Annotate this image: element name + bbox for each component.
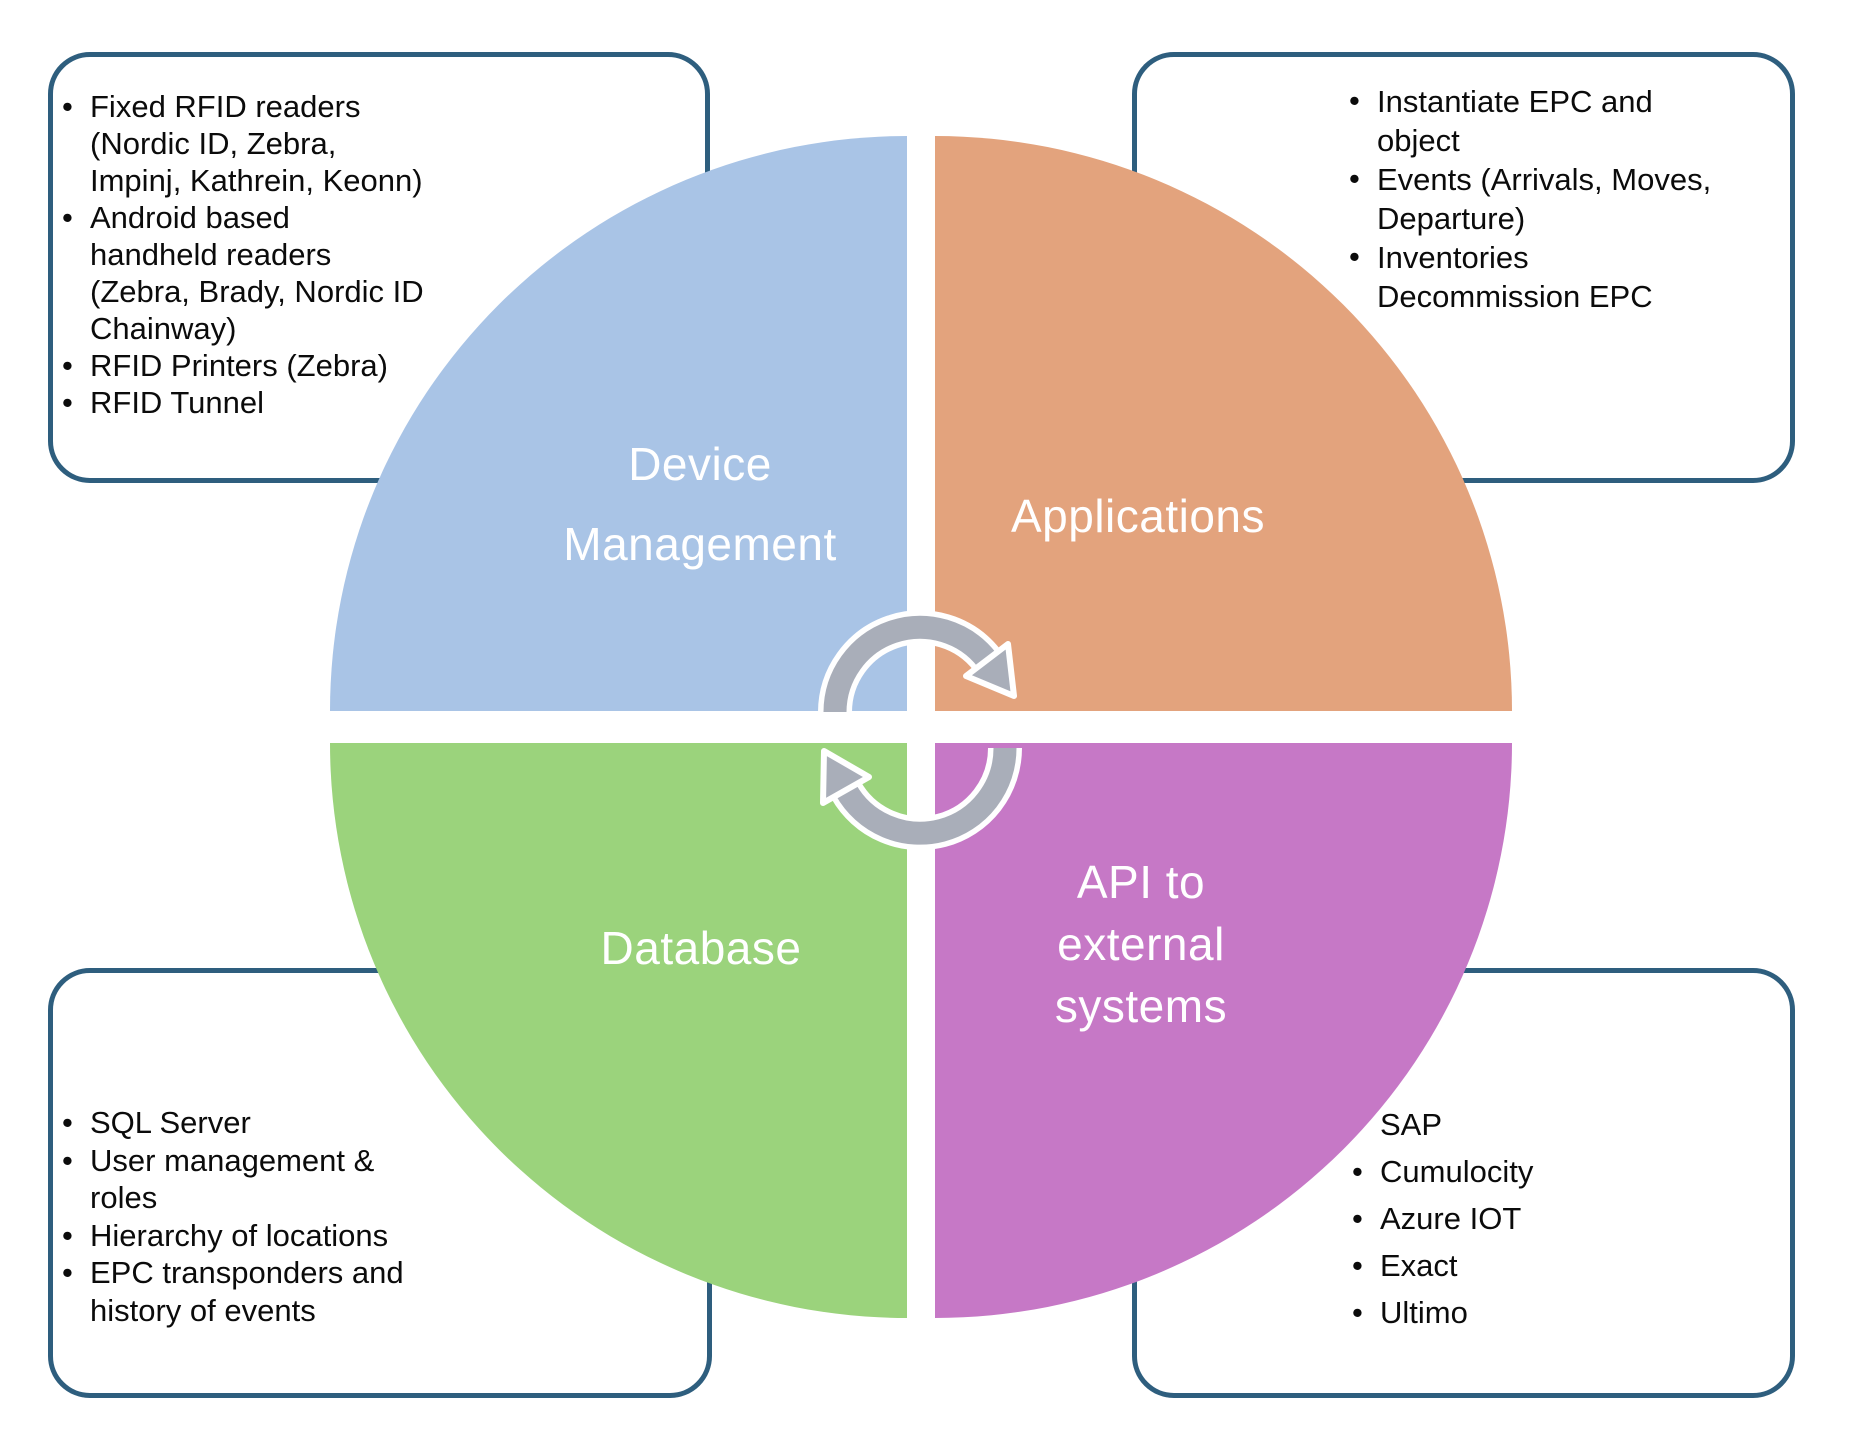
list-item: User management & roles (62, 1142, 690, 1217)
list-item: SAP (1352, 1106, 1770, 1143)
list-item: Instantiate EPC and object (1349, 81, 1807, 160)
list-item: Exact (1352, 1247, 1770, 1284)
device-management-bullet-list: Fixed RFID readers (Nordic ID, Zebra, Im… (62, 88, 680, 421)
label-line: external (1057, 918, 1225, 970)
list-item: Cumulocity (1352, 1153, 1770, 1190)
list-item: Inventories Decommission EPC (1349, 237, 1807, 316)
list-item: Azure IOT (1352, 1200, 1770, 1237)
label-line: API to (1076, 856, 1206, 908)
quadrant-label-applications: Applications (1010, 490, 1266, 542)
list-item: Android based handheld readers (Zebra, B… (62, 199, 680, 347)
list-item: EPC transponders and history of events (62, 1254, 690, 1329)
list-item: SQL Server (62, 1104, 690, 1142)
quadrant-label-device-management: Device Management (430, 424, 970, 584)
list-item: RFID Tunnel (62, 384, 680, 421)
api-bullet-list: SAP Cumulocity Azure IOT Exact Ultimo (1352, 1106, 1770, 1341)
list-item: Events (Arrivals, Moves, Departure) (1349, 159, 1807, 238)
list-item: Hierarchy of locations (62, 1217, 690, 1255)
list-item: RFID Printers (Zebra) (62, 347, 680, 384)
list-item: Ultimo (1352, 1294, 1770, 1331)
applications-bullet-list: Instantiate EPC and object Events (Arriv… (1349, 81, 1807, 316)
quadrant-label-database: Database (600, 922, 802, 974)
database-bullet-list: SQL Server User management & roles Hiera… (62, 1104, 690, 1329)
quadrant-label-api: API to external systems (941, 851, 1341, 1037)
label-line: systems (1054, 980, 1228, 1032)
label-line: Device (628, 438, 772, 490)
label-line: Management (563, 518, 837, 570)
list-item: Fixed RFID readers (Nordic ID, Zebra, Im… (62, 88, 680, 199)
